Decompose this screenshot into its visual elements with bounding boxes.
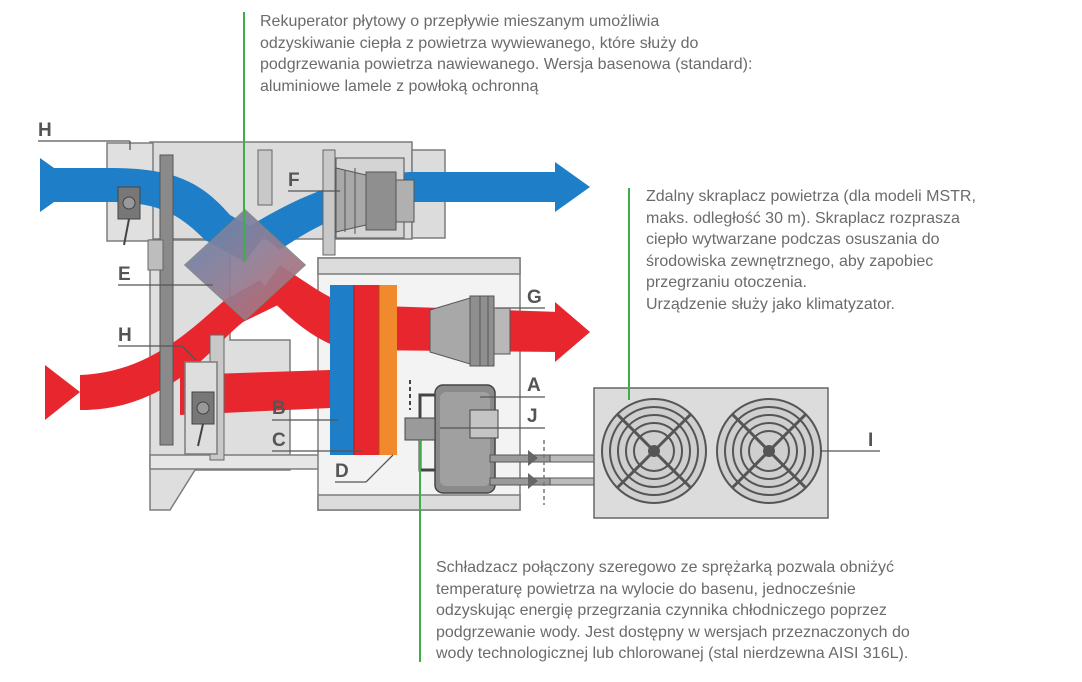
- damper-mid-housing: [184, 361, 218, 455]
- condenser-fan-left: [601, 398, 707, 504]
- label-h-mid: H: [118, 325, 132, 346]
- label-f: F: [288, 170, 300, 191]
- label-h-top: H: [38, 120, 52, 141]
- label-a: A: [527, 375, 541, 396]
- damper-top: [117, 186, 141, 246]
- refrigerant-pipes: [489, 440, 596, 505]
- condenser: [593, 387, 829, 519]
- label-j: J: [527, 406, 538, 427]
- label-b: B: [272, 398, 286, 419]
- condenser-description: Zdalny skraplacz powietrza (dla modeli M…: [646, 188, 976, 313]
- compressor: [434, 384, 499, 494]
- coils: [330, 285, 397, 455]
- label-e: E: [118, 264, 131, 285]
- recuperator-description: Rekuperator płytowy o przepływie mieszan…: [260, 13, 753, 95]
- plate-recuperator: [183, 208, 307, 322]
- label-g: G: [527, 287, 542, 308]
- chiller-description: Schładzacz połączony szeregowo ze spręża…: [436, 559, 910, 662]
- label-i: I: [868, 430, 873, 451]
- condenser-fan-right: [716, 398, 822, 504]
- fan-g: [429, 295, 511, 367]
- fan-f: [335, 157, 415, 239]
- green-leaders: [243, 12, 630, 662]
- label-leaders: [38, 140, 880, 483]
- label-c: C: [272, 430, 286, 451]
- chiller: [404, 380, 436, 472]
- label-d: D: [335, 461, 349, 482]
